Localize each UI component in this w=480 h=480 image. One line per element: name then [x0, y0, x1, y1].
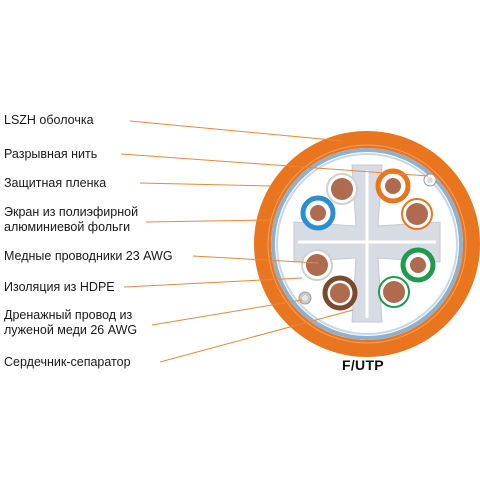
label-copper-conductors-line-1: Медные проводники 23 AWG [4, 249, 173, 263]
label-foil-screen-line-1: Экран из полиэфирной [4, 205, 139, 219]
label-foil-screen: Экран из полиэфирной алюминиевой фольги [4, 205, 138, 235]
label-drain-wire-line-1: Дренажный провод из [4, 308, 133, 322]
leader-lines [120, 120, 429, 363]
screen-inner-line [276, 153, 458, 335]
drain-wire [298, 291, 312, 305]
label-protective-film: Защитная пленка [4, 176, 106, 191]
leader-protective-film [139, 182, 271, 187]
label-separator: Сердечник-сепаратор [4, 355, 131, 370]
pair-green [378, 247, 436, 308]
label-ripcord: Разрывная нить [4, 147, 97, 162]
pair-brown [301, 249, 358, 311]
pair-orange [375, 168, 433, 230]
label-protective-film-line-1: Защитная пленка [4, 176, 107, 190]
label-lszh-sheath: LSZH оболочка [4, 113, 94, 128]
label-ripcord-line-1: Разрывная нить [4, 147, 98, 161]
leader-copper-conductors [192, 255, 319, 264]
cable-type-label: F/UTP [342, 357, 384, 373]
label-foil-screen-line-2: алюминиевой фольги [4, 220, 131, 234]
ripcord [423, 173, 437, 187]
label-copper-conductors: Медные проводники 23 AWG [4, 249, 173, 264]
label-hdpe-insulation-line-1: Изоляция из HDPE [4, 280, 115, 294]
label-hdpe-insulation: Изоляция из HDPE [4, 280, 115, 295]
leader-separator [159, 309, 354, 363]
foil-screen-ring [271, 148, 463, 340]
label-lszh-sheath-line-1: LSZH оболочка [4, 113, 94, 127]
pair-blue [300, 173, 358, 231]
separator-grooves [298, 170, 436, 318]
label-drain-wire-line-2: луженой меди 26 AWG [4, 323, 138, 337]
leader-hdpe-insulation [123, 277, 303, 288]
leader-drain-wire [151, 299, 303, 326]
leader-lszh-sheath [129, 120, 344, 142]
label-separator-line-1: Сердечник-сепаратор [4, 355, 131, 369]
label-drain-wire: Дренажный провод из луженой меди 26 AWG [4, 308, 137, 338]
leader-foil-screen [145, 219, 271, 223]
leader-ripcord [120, 153, 429, 177]
